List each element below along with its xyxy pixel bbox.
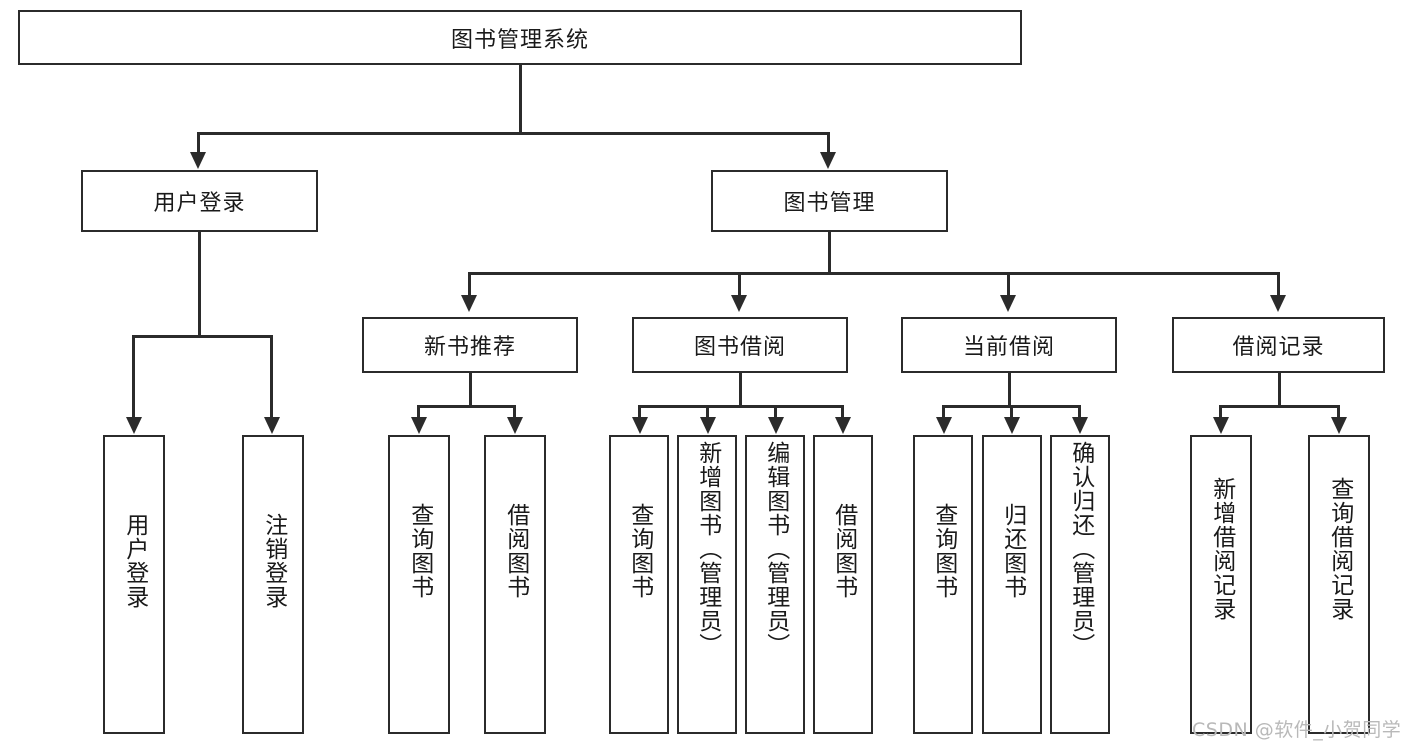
arrow-to-borrow-record — [1270, 295, 1286, 312]
node-label: 图书管理系统 — [450, 27, 589, 53]
leaf-borrow-book-newbook[interactable]: 借阅图书 — [484, 435, 546, 734]
connector-user-login-drop-1 — [132, 335, 135, 419]
node-borrow-record[interactable]: 借阅记录 — [1172, 317, 1385, 373]
node-label: 图书管理 — [783, 191, 876, 216]
node-new-book-recommend[interactable]: 新书推荐 — [362, 317, 578, 373]
node-label: 当前借阅 — [962, 335, 1055, 360]
watermark: CSDN @软件_小贺同学 — [1192, 719, 1402, 741]
arrow-to-leaf-confirm-return — [1072, 417, 1088, 434]
leaf-label: 新增借阅记录 — [1208, 477, 1235, 621]
connector-bookborrow-drop-4 — [841, 405, 844, 419]
connector-newbook-stem — [469, 373, 472, 408]
arrow-to-leaf-edit-book — [768, 417, 784, 434]
node-user-login[interactable]: 用户登录 — [81, 170, 318, 232]
arrow-to-leaf-borrow-book-1 — [507, 417, 523, 434]
arrow-to-book-borrow — [731, 295, 747, 312]
leaf-confirm-return-admin[interactable]: 确认归还（管理员） — [1050, 435, 1110, 734]
connector-currentborrow-drop-1 — [942, 405, 945, 419]
connector-currentborrow-stem — [1008, 373, 1011, 408]
arrow-to-book-manage — [820, 152, 836, 169]
connector-book-manage-drop-4 — [1277, 272, 1280, 297]
node-label: 借阅记录 — [1232, 335, 1325, 360]
leaf-label: 查询图书 — [406, 503, 433, 599]
connector-bookborrow-drop-1 — [638, 405, 641, 419]
leaf-label: 确认归还（管理员） — [1067, 441, 1094, 657]
leaf-add-borrow-record[interactable]: 新增借阅记录 — [1190, 435, 1252, 734]
arrow-to-leaf-logout — [264, 417, 280, 434]
connector-newbook-drop-1 — [417, 405, 420, 419]
connector-borrowrecord-stem — [1278, 373, 1281, 408]
leaf-query-book-borrow[interactable]: 查询图书 — [609, 435, 669, 734]
arrow-to-leaf-return-book — [1004, 417, 1020, 434]
connector-borrowrecord-bus — [1219, 405, 1340, 408]
leaf-label: 查询借阅记录 — [1326, 477, 1353, 621]
leaf-label: 新增图书（管理员） — [694, 441, 721, 657]
leaf-label: 查询图书 — [626, 503, 653, 599]
connector-root-bus — [197, 132, 830, 135]
arrow-to-leaf-add-record — [1213, 417, 1229, 434]
arrow-to-user-login — [190, 152, 206, 169]
connector-bookborrow-stem — [739, 373, 742, 408]
leaf-query-book-newbook[interactable]: 查询图书 — [388, 435, 450, 734]
connector-bookborrow-drop-3 — [774, 405, 777, 419]
connector-newbook-drop-2 — [513, 405, 516, 419]
connector-book-manage-drop-1 — [468, 272, 471, 297]
leaf-return-book[interactable]: 归还图书 — [982, 435, 1042, 734]
connector-borrowrecord-drop-1 — [1219, 405, 1222, 419]
leaf-add-book-admin[interactable]: 新增图书（管理员） — [677, 435, 737, 734]
arrow-to-leaf-user-login — [126, 417, 142, 434]
connector-root-drop-right — [827, 132, 830, 154]
leaf-query-borrow-record[interactable]: 查询借阅记录 — [1308, 435, 1370, 734]
connector-borrowrecord-drop-2 — [1337, 405, 1340, 419]
node-book-manage[interactable]: 图书管理 — [711, 170, 948, 232]
arrow-to-leaf-add-book — [700, 417, 716, 434]
node-label: 用户登录 — [153, 191, 246, 216]
connector-root-stem — [519, 65, 522, 134]
leaf-query-book-current[interactable]: 查询图书 — [913, 435, 973, 734]
arrow-to-leaf-query-record — [1331, 417, 1347, 434]
node-label: 新书推荐 — [423, 335, 516, 360]
leaf-label: 编辑图书（管理员） — [762, 441, 789, 657]
connector-currentborrow-drop-2 — [1010, 405, 1013, 419]
arrow-to-current-borrow — [1000, 295, 1016, 312]
leaf-label: 借阅图书 — [830, 503, 857, 599]
leaf-label: 注销登录 — [260, 513, 287, 609]
leaf-edit-book-admin[interactable]: 编辑图书（管理员） — [745, 435, 805, 734]
leaf-label: 归还图书 — [999, 503, 1026, 599]
connector-bookborrow-bus — [638, 405, 843, 408]
node-root[interactable]: 图书管理系统 — [18, 10, 1022, 65]
connector-book-manage-bus — [468, 272, 1280, 275]
arrow-to-leaf-borrow-book-2 — [835, 417, 851, 434]
node-current-borrow[interactable]: 当前借阅 — [901, 317, 1117, 373]
leaf-user-login[interactable]: 用户登录 — [103, 435, 165, 734]
arrow-to-leaf-query-book-1 — [411, 417, 427, 434]
leaf-label: 借阅图书 — [502, 503, 529, 599]
node-label: 图书借阅 — [693, 335, 786, 360]
connector-bookborrow-drop-2 — [706, 405, 709, 419]
connector-book-manage-stem — [828, 232, 831, 274]
arrow-to-new-book-rec — [461, 295, 477, 312]
connector-user-login-stem — [198, 232, 201, 337]
leaf-label: 查询图书 — [930, 503, 957, 599]
leaf-label: 用户登录 — [121, 513, 148, 609]
connector-currentborrow-drop-3 — [1078, 405, 1081, 419]
connector-user-login-bus — [132, 335, 272, 338]
connector-book-manage-drop-2 — [738, 272, 741, 297]
arrow-to-leaf-query-book-2 — [632, 417, 648, 434]
connector-user-login-drop-2 — [270, 335, 273, 419]
node-book-borrow[interactable]: 图书借阅 — [632, 317, 848, 373]
leaf-logout[interactable]: 注销登录 — [242, 435, 304, 734]
connector-book-manage-drop-3 — [1007, 272, 1010, 297]
connector-root-drop-left — [197, 132, 200, 154]
arrow-to-leaf-query-book-3 — [936, 417, 952, 434]
leaf-borrow-book-borrow[interactable]: 借阅图书 — [813, 435, 873, 734]
connector-newbook-bus — [417, 405, 516, 408]
